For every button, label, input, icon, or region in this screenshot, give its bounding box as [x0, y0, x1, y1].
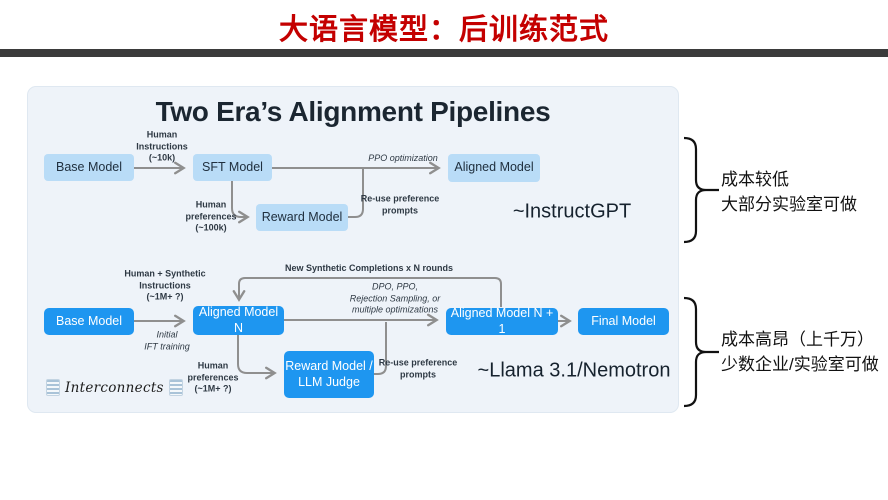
era2-initial-ift-label: Initial IFT training [144, 329, 190, 351]
era2-new-synth-completions-label: New Synthetic Completions x N rounds [284, 263, 454, 274]
era2-dpo-ppo-label: DPO, PPO, Rejection Sampling, or multipl… [349, 281, 441, 315]
era2-example-llama-nemotron: ~Llama 3.1/Nemotron [477, 359, 671, 382]
slide-title: 大语言模型：后训练范式 [278, 14, 609, 46]
era2-human-preferences-label: Human preferences (~1M+ ?) [187, 360, 239, 394]
era1-sft-model-node: SFT Model [193, 154, 272, 181]
interconnects-logo: Interconnects [46, 379, 183, 396]
connector-chip-icon [168, 379, 183, 396]
era1-brace [683, 136, 719, 244]
era1-human-preferences-label: Human preferences (~100k) [185, 199, 237, 233]
era1-aligned-model-node: Aligned Model [448, 154, 540, 182]
era2-human-synth-instructions-label: Human + Synthetic Instructions (~1M+ ?) [124, 268, 206, 302]
era2-brace [683, 296, 719, 408]
era1-ppo-optimization-label: PPO optimization [368, 153, 438, 164]
era1-example-instructgpt: ~InstructGPT [512, 200, 632, 223]
era1-reuse-prompts-label: Re-use preference prompts [360, 193, 440, 215]
era2-cost-annotation: 成本高昂（上千万） 少数企业/实验室可做 [721, 330, 879, 374]
era2-reward-model-judge-node: Reward Model / LLM Judge [284, 351, 374, 398]
interconnects-logo-text: Interconnects [65, 379, 164, 396]
diagram-title: Two Era’s Alignment Pipelines [155, 96, 551, 127]
era2-final-model-node: Final Model [578, 308, 669, 335]
connector-chip-icon [46, 379, 60, 396]
era2-aligned-model-n1-node: Aligned Model N + 1 [446, 306, 558, 336]
era1-cost-annotation: 成本较低 大部分实验室可做 [721, 170, 857, 214]
alignment-pipelines-diagram: Two Era’s Alignment Pipelines [27, 86, 679, 413]
era2-aligned-model-n-node: Aligned Model N [193, 305, 284, 335]
era1-reward-model-node: Reward Model [256, 204, 348, 231]
era2-reuse-prompts-label: Re-use preference prompts [378, 357, 458, 379]
era1-base-model-node: Base Model [44, 154, 134, 181]
era2-base-model-node: Base Model [44, 308, 134, 335]
era1-human-instructions-label: Human Instructions (~10k) [136, 129, 188, 163]
divider-bar [0, 49, 888, 57]
